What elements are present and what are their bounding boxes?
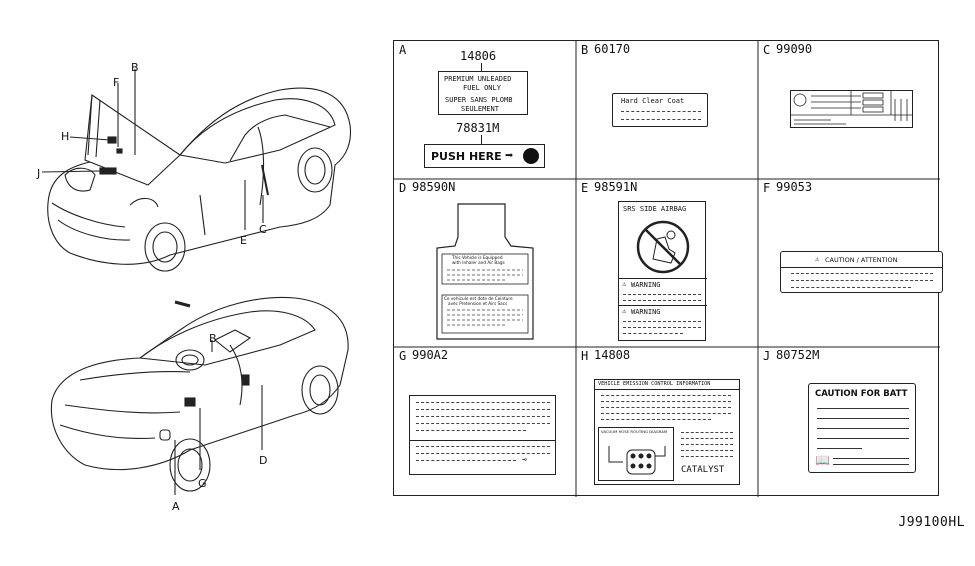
fuel-line1: PREMIUM UNLEADED [444, 75, 512, 83]
warning2-text: WARNING [631, 308, 661, 316]
cell-d-letter: D [399, 181, 407, 195]
callout-j: J [37, 167, 41, 180]
callout-d: D [259, 454, 268, 467]
push-here-text: PUSH HERE [431, 150, 502, 163]
cell-c: C 99090 [758, 41, 940, 179]
fuel-line3: SUPER SANS PLOMB [445, 96, 513, 104]
cell-a-letter: A [399, 43, 407, 57]
fuel-line4: SEULEMENT [461, 105, 499, 113]
caution-title: CAUTION / ATTENTION [825, 256, 898, 264]
tire-info-label [790, 90, 913, 128]
fuel-label: PREMIUM UNLEADED FUEL ONLY SUPER SANS PL… [438, 71, 528, 115]
battery-caution-title: CAUTION FOR BATT [815, 389, 908, 399]
cell-j: J 80752M CAUTION FOR BATT 📖 [758, 347, 940, 497]
vacuum-hose-title: VACUUM HOSE ROUTING DIAGRAM [601, 429, 668, 434]
cell-j-letter: J [763, 349, 771, 363]
car-front-illustration [30, 55, 370, 285]
cell-g-letter: G [399, 349, 407, 363]
callout-g: G [198, 477, 207, 490]
no-child-seat-icon [636, 220, 690, 274]
push-arrow-icon: ➡ [505, 148, 514, 164]
cell-h-part: 14808 [594, 348, 631, 362]
grid-lines [394, 41, 940, 497]
caution-icon: ⚠ [815, 255, 820, 263]
cell-e-letter: E [581, 181, 589, 195]
cell-h-letter: H [581, 349, 589, 363]
label-grid: A 14806 PREMIUM UNLEADED FUEL ONLY SUPER… [393, 40, 943, 497]
tag-line4: avec Pretension et Airs Sacs [448, 301, 508, 306]
callout-e: E [240, 234, 247, 247]
callout-b-bottom: B [209, 332, 217, 345]
tag-line3: Ce vehicule est dote de Ceinture [444, 296, 513, 301]
cell-b-letter: B [581, 43, 589, 57]
vacuum-hose-diagram: VACUUM HOSE ROUTING DIAGRAM [598, 427, 674, 481]
cell-a-part1: 14806 [460, 49, 497, 63]
cell-b-part: 60170 [594, 42, 631, 56]
callout-h: H [61, 130, 70, 143]
cell-a: A 14806 PREMIUM UNLEADED FUEL ONLY SUPER… [394, 41, 576, 179]
callout-b-top: B [131, 61, 139, 74]
airbag-hang-tag [436, 203, 534, 340]
warning1-icon: ⚠ [622, 280, 627, 288]
diagram-code: J99100HL [898, 515, 965, 530]
tag-line2: with Inhaler and Air Bags [452, 260, 505, 265]
caution-attention-label: ⚠ CAUTION / ATTENTION [780, 251, 943, 293]
callout-f: F [113, 76, 120, 89]
cell-a-part2: 78831M [456, 121, 500, 135]
battery-caution-label: CAUTION FOR BATT 📖 [808, 383, 916, 473]
side-airbag-title: SRS SIDE AIRBAG [623, 205, 687, 213]
tag-line1: This Vehicle is Equipped [452, 255, 503, 260]
hose-routing-icon [608, 446, 666, 475]
callout-c: C [259, 223, 267, 236]
manual-book-icon: 📖 [815, 453, 830, 467]
cell-c-part: 99090 [776, 42, 813, 56]
cell-c-letter: C [763, 43, 771, 57]
info-label-g: ⊸ [409, 395, 556, 475]
cell-d: D 98590N This Vehicle is Equipped with I… [394, 179, 576, 347]
push-here-label: PUSH HERE ➡ [424, 144, 545, 168]
cell-f-letter: F [763, 181, 771, 195]
cell-e-part: 98591N [594, 180, 638, 194]
cell-b: B 60170 Hard Clear Coat [576, 41, 758, 179]
callout-a: A [172, 500, 180, 513]
cell-f: F 99053 ⚠ CAUTION / ATTENTION [758, 179, 943, 347]
fuel-line2: FUEL ONLY [463, 84, 501, 92]
cell-f-part: 99053 [776, 180, 813, 194]
side-airbag-label: SRS SIDE AIRBAG ⚠ WARNING ⚠ WARNING [618, 201, 707, 341]
clear-coat-label: Hard Clear Coat [612, 93, 708, 127]
cell-e: E 98591N SRS SIDE AIRBAG ⚠ WARNING ⚠ WAR… [576, 179, 758, 347]
car-rear-illustration [40, 290, 370, 510]
warning1-text: WARNING [631, 281, 661, 289]
key-icon: ⊸ [522, 455, 527, 464]
warning2-icon: ⚠ [622, 307, 627, 315]
cell-h: H 14808 VEHICLE EMISSION CONTROL INFORMA… [576, 347, 758, 497]
cell-j-part: 80752M [776, 348, 820, 362]
cell-d-part: 98590N [412, 180, 456, 194]
emission-label: VEHICLE EMISSION CONTROL INFORMATION VAC… [594, 379, 740, 485]
catalyst-text: CATALYST [681, 465, 725, 475]
cell-g-part: 990A2 [412, 348, 449, 362]
cell-g: G 990A2 ⊸ [394, 347, 576, 497]
clear-coat-title: Hard Clear Coat [621, 97, 685, 105]
emission-title: VEHICLE EMISSION CONTROL INFORMATION [598, 381, 711, 387]
push-button-icon [523, 148, 539, 164]
tire-info-table [791, 91, 912, 125]
